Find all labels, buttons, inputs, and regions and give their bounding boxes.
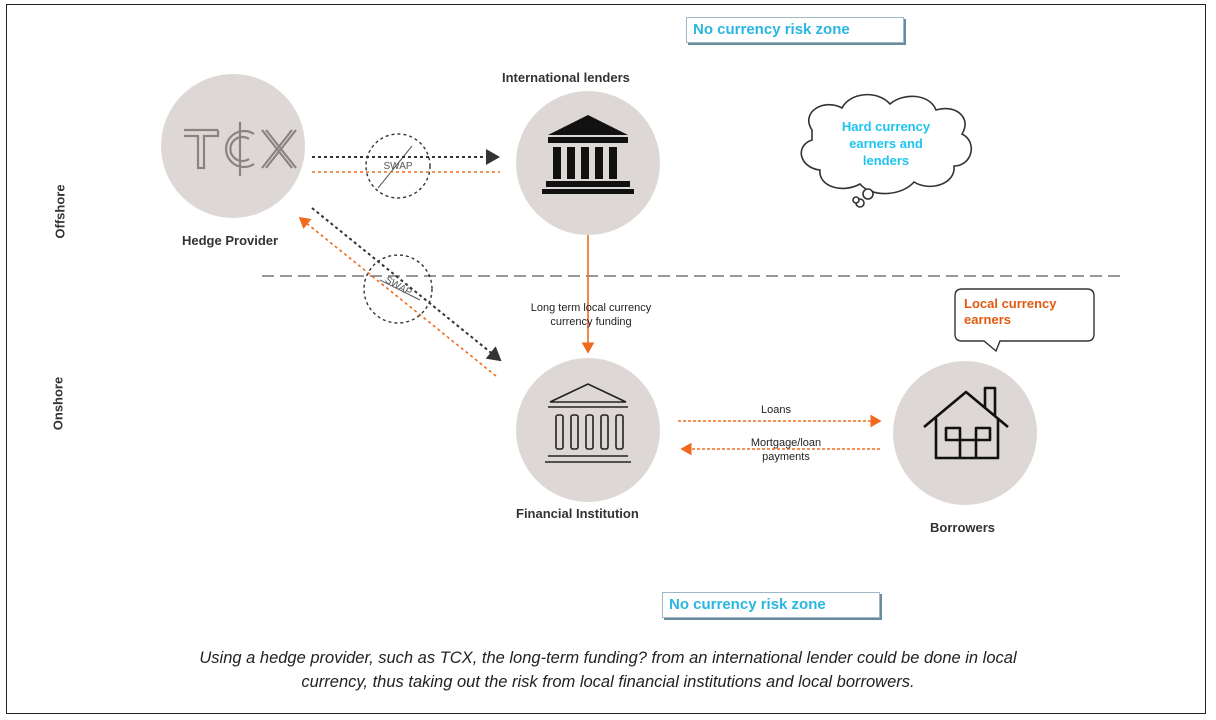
caption-line1: Using a hedge provider, such as TCX, the…	[199, 649, 1017, 667]
top-risk-zone-label: No currency risk zone	[686, 17, 904, 43]
financial-institution-label: Financial Institution	[516, 506, 639, 521]
payments-label-line2: payments	[762, 451, 810, 463]
cloud-text-line1: Hard currency	[841, 119, 931, 134]
financial-institution-node	[516, 358, 660, 502]
bubble-text-line1: Local currency	[964, 296, 1057, 311]
diagram-canvas	[161, 74, 1125, 505]
hedge-provider-node	[161, 74, 305, 218]
hedge-provider-label: Hedge Provider	[182, 233, 279, 248]
figure-caption: Using a hedge provider, such as TCX, the…	[10, 646, 1206, 694]
funding-label-line2: currency funding	[550, 316, 632, 328]
payments-label-line1: Mortgage/loan	[750, 437, 822, 449]
offshore-label: Offshore	[52, 184, 68, 239]
cloud-text-line3: lenders	[862, 153, 910, 168]
tcx-logo	[184, 122, 297, 176]
funding-label-line1: Long term local currency	[530, 302, 652, 314]
bank-icon-solid	[542, 115, 634, 194]
swap-label-upper: SWAP	[383, 161, 413, 172]
house-icon	[923, 386, 1009, 460]
cloud-text-line2: earners and	[849, 136, 923, 151]
swap-arrow-upper	[377, 145, 413, 189]
swap-circle-upper	[365, 133, 431, 199]
bubble-text-line2: earners	[964, 312, 1011, 327]
onshore-label: Onshore	[50, 376, 66, 431]
fi-to-hedge-arrow	[298, 216, 497, 377]
hard-currency-cloud	[800, 93, 973, 208]
bank-icon-outline	[545, 383, 631, 463]
borrowers-node	[893, 361, 1037, 505]
hedge-to-fi-arrow	[311, 207, 502, 362]
borrowers-label: Borrowers	[930, 520, 996, 535]
caption-line2: currency, thus taking out the risk from …	[301, 673, 915, 691]
swap-circle-lower	[363, 254, 433, 324]
international-lenders-label: International lenders	[502, 70, 630, 85]
swap-arrow-lower	[379, 279, 421, 301]
loans-label: Loans	[761, 404, 791, 416]
bottom-risk-zone-label: No currency risk zone	[662, 592, 880, 618]
local-currency-bubble	[954, 288, 1095, 353]
